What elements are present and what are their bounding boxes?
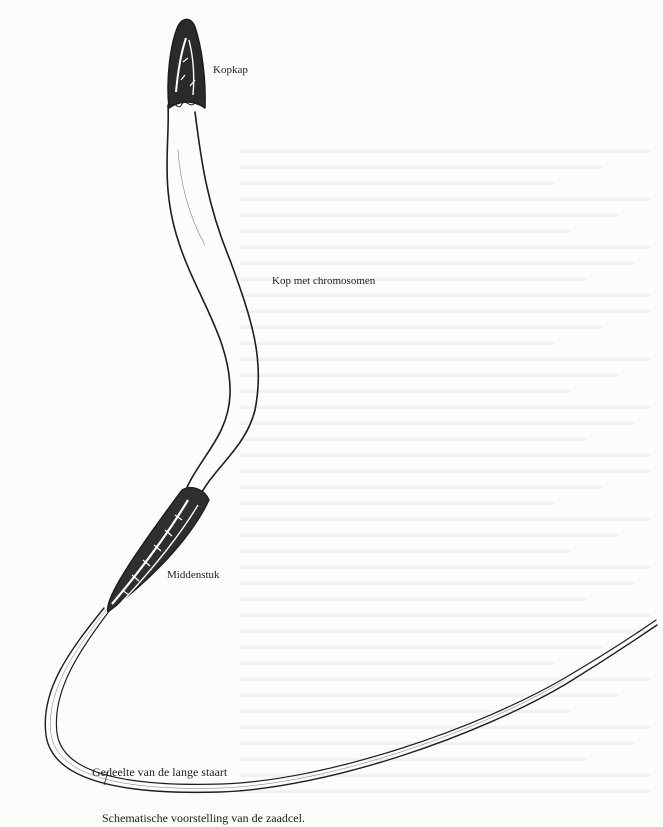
show-through-line <box>240 630 650 633</box>
show-through-line <box>240 198 650 201</box>
show-through-line <box>240 390 570 393</box>
show-through-line <box>240 150 650 153</box>
figure-caption: Schematische voorstelling van de zaadcel… <box>102 812 305 824</box>
show-through-line <box>240 358 650 361</box>
show-through-line <box>240 406 650 409</box>
show-through-line <box>240 230 570 233</box>
show-through-line <box>240 614 650 617</box>
midpiece <box>108 488 209 612</box>
show-through-line <box>240 294 650 297</box>
show-through-line <box>240 326 602 329</box>
show-through-line <box>240 758 586 761</box>
show-through-line <box>240 422 634 425</box>
label-tail: Gedeelte van de lange staart <box>92 766 227 778</box>
show-through-line <box>240 342 554 345</box>
show-through-line <box>240 310 650 313</box>
show-through-line <box>240 438 586 441</box>
show-through-line <box>240 214 618 217</box>
show-through-line <box>240 550 570 553</box>
show-through-line <box>240 518 650 521</box>
show-through-line <box>240 678 650 681</box>
label-head: Kop met chromosomen <box>272 276 375 287</box>
show-through-line <box>240 566 650 569</box>
show-through-line <box>240 534 618 537</box>
acrosome <box>168 19 205 108</box>
show-through-line <box>240 486 602 489</box>
show-through-line <box>240 246 650 249</box>
show-through-line <box>240 790 650 793</box>
show-through-line <box>240 598 586 601</box>
show-through-line <box>240 166 602 169</box>
show-through-line <box>240 262 634 265</box>
show-through-line <box>240 646 602 649</box>
show-through-line <box>240 710 570 713</box>
show-through-line <box>240 374 618 377</box>
show-through-line <box>240 502 554 505</box>
show-through-line <box>240 470 650 473</box>
show-through-line <box>240 694 618 697</box>
label-midpiece: Middenstuk <box>167 570 220 581</box>
show-through-line <box>240 662 554 665</box>
show-through-line <box>240 582 634 585</box>
show-through-text <box>240 150 650 793</box>
show-through-line <box>240 454 650 457</box>
show-through-line <box>240 182 554 185</box>
label-acrosome: Kopkap <box>213 65 248 76</box>
show-through-line <box>240 726 650 729</box>
